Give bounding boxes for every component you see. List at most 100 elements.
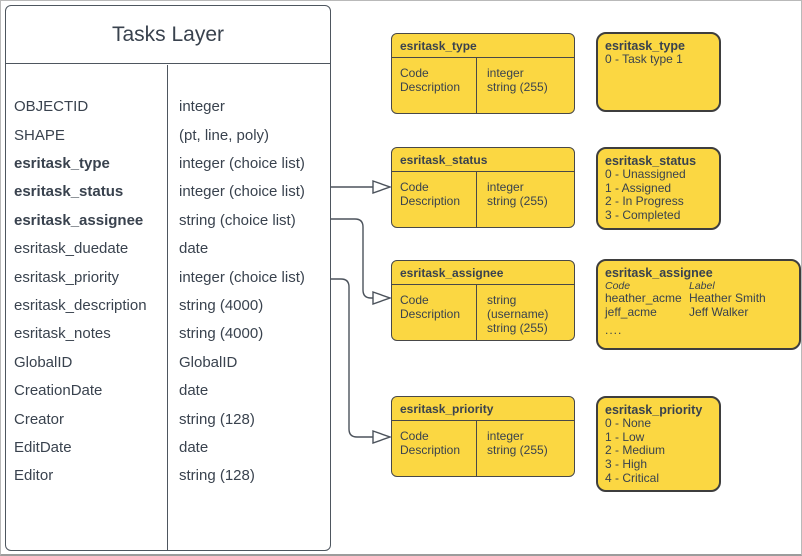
tasks-layer-body: OBJECTID integer SHAPE (pt, line, poly) es… xyxy=(6,64,330,550)
field-row: OBJECTID integer xyxy=(6,93,330,121)
cell: string (255) xyxy=(487,193,548,208)
field-type: integer xyxy=(179,98,225,116)
field-name: OBJECTID xyxy=(14,98,89,116)
field-name: Editor xyxy=(14,467,54,485)
cell: string (255) xyxy=(487,79,548,94)
value-item: 3 - Completed xyxy=(605,208,681,223)
value-item: 0 - None xyxy=(605,416,652,430)
cell: integer xyxy=(487,180,524,195)
cell: Code xyxy=(400,429,429,444)
value-list-title: esritask_priority xyxy=(605,403,703,417)
field-table-names: Code Description xyxy=(400,430,460,457)
inner-divider xyxy=(476,421,478,476)
field-table-body: Code Description integer string (255) xyxy=(392,172,574,227)
value-list-esritask-assignee: esritask_assignee Code Label heather_acm… xyxy=(596,259,801,350)
cell: string (255) xyxy=(487,442,548,457)
inner-divider xyxy=(476,172,478,227)
field-row: SHAPE (pt, line, poly) xyxy=(6,121,330,149)
field-type: integer (choice list) xyxy=(179,183,305,201)
value-list-title: esritask_type xyxy=(605,39,685,53)
cell: Description xyxy=(400,306,461,321)
value-item: 0 - Task type 1 xyxy=(605,52,683,66)
field-table-body: Code Description integer string (255) xyxy=(392,421,574,476)
field-type: GlobalID xyxy=(179,353,238,371)
field-table-types: integer string (255) xyxy=(487,430,548,457)
cell: integer xyxy=(487,66,524,81)
assignee-code: jeff_acme xyxy=(605,304,657,319)
cell: Description xyxy=(400,193,461,208)
field-type: string (128) xyxy=(179,467,255,485)
arrowhead-priority-icon xyxy=(372,430,393,444)
column-divider xyxy=(167,64,169,550)
cell: Code xyxy=(400,66,429,81)
cell: Description xyxy=(400,79,461,94)
cell: Description xyxy=(400,442,461,457)
field-table-esritask-type: esritask_type Code Description integer s… xyxy=(391,33,575,114)
field-row: CreationDate date xyxy=(6,377,330,405)
field-row: Editor string (128) xyxy=(6,462,330,490)
field-type: string (choice list) xyxy=(179,211,296,229)
assignee-label: Heather Smith xyxy=(689,291,766,305)
field-type: integer (choice list) xyxy=(179,268,305,286)
field-table-names: Code Description xyxy=(400,294,460,321)
field-table-types: integer string (255) xyxy=(487,181,548,208)
field-name: EditDate xyxy=(14,438,72,456)
field-table-title: esritask_assignee xyxy=(392,261,574,285)
assignee-col-header: Code xyxy=(605,280,631,292)
connector-esritask-priority xyxy=(331,278,373,438)
field-name: esritask_notes xyxy=(14,325,111,343)
field-name: SHAPE xyxy=(14,126,65,144)
value-item: 2 - Medium xyxy=(605,443,666,458)
value-list-title: esritask_status xyxy=(605,154,697,168)
value-item: 4 - Critical xyxy=(605,470,660,485)
value-item: 1 - Assigned xyxy=(605,180,672,195)
tasks-layer-title: Tasks Layer xyxy=(6,6,330,64)
field-type: date xyxy=(179,382,209,400)
field-name: Creator xyxy=(14,410,65,428)
field-row: Creator string (128) xyxy=(6,405,330,433)
field-type: string (4000) xyxy=(179,297,264,315)
field-name: GlobalID xyxy=(14,353,73,371)
connector-esritask-assignee xyxy=(331,218,373,299)
arrowhead-status-icon xyxy=(372,180,393,194)
inner-divider xyxy=(476,285,478,340)
cell: Code xyxy=(400,293,429,308)
assignee-col-header: Label xyxy=(689,280,715,292)
assignee-ellipsis: .... xyxy=(605,323,623,338)
value-item: 3 - High xyxy=(605,457,648,472)
assignee-label: Jeff Walker xyxy=(689,304,749,319)
value-item: 0 - Unassigned xyxy=(605,167,686,181)
field-table-esritask-priority: esritask_priority Code Description integ… xyxy=(391,396,575,477)
value-list-title: esritask_assignee xyxy=(605,266,713,280)
field-name: esritask_priority xyxy=(14,268,120,286)
field-table-types: integer string (255) xyxy=(487,67,548,94)
field-type: integer (choice list) xyxy=(179,155,305,173)
arrowhead-assignee-icon xyxy=(372,291,393,305)
field-name: CreationDate xyxy=(14,382,103,400)
value-item: 2 - In Progress xyxy=(605,194,684,209)
field-table-body: Code Description integer string (255) xyxy=(392,58,574,113)
field-type: string (128) xyxy=(179,410,255,428)
inner-divider xyxy=(476,58,478,113)
field-row: esritask_description string (4000) xyxy=(6,291,330,319)
value-list-esritask-type: esritask_type 0 - Task type 1 xyxy=(596,32,721,112)
field-name: esritask_description xyxy=(14,297,147,315)
field-name: esritask_status xyxy=(14,183,124,201)
value-item: 1 - Low xyxy=(605,429,645,444)
tasks-layer-table: Tasks Layer OBJECTID integer SHAPE (pt, li… xyxy=(5,5,331,551)
field-table-names: Code Description xyxy=(400,67,460,94)
field-table-names: Code Description xyxy=(400,181,460,208)
field-row: GlobalID GlobalID xyxy=(6,348,330,376)
cell: integer xyxy=(487,429,524,444)
cell: string (255) xyxy=(487,320,548,335)
field-table-title: esritask_priority xyxy=(392,397,574,421)
field-table-title: esritask_type xyxy=(392,34,574,58)
value-list-esritask-priority: esritask_priority 0 - None 1 - Low 2 - M… xyxy=(596,396,721,492)
field-name: esritask_duedate xyxy=(14,240,129,258)
field-type: (pt, line, poly) xyxy=(179,126,270,144)
